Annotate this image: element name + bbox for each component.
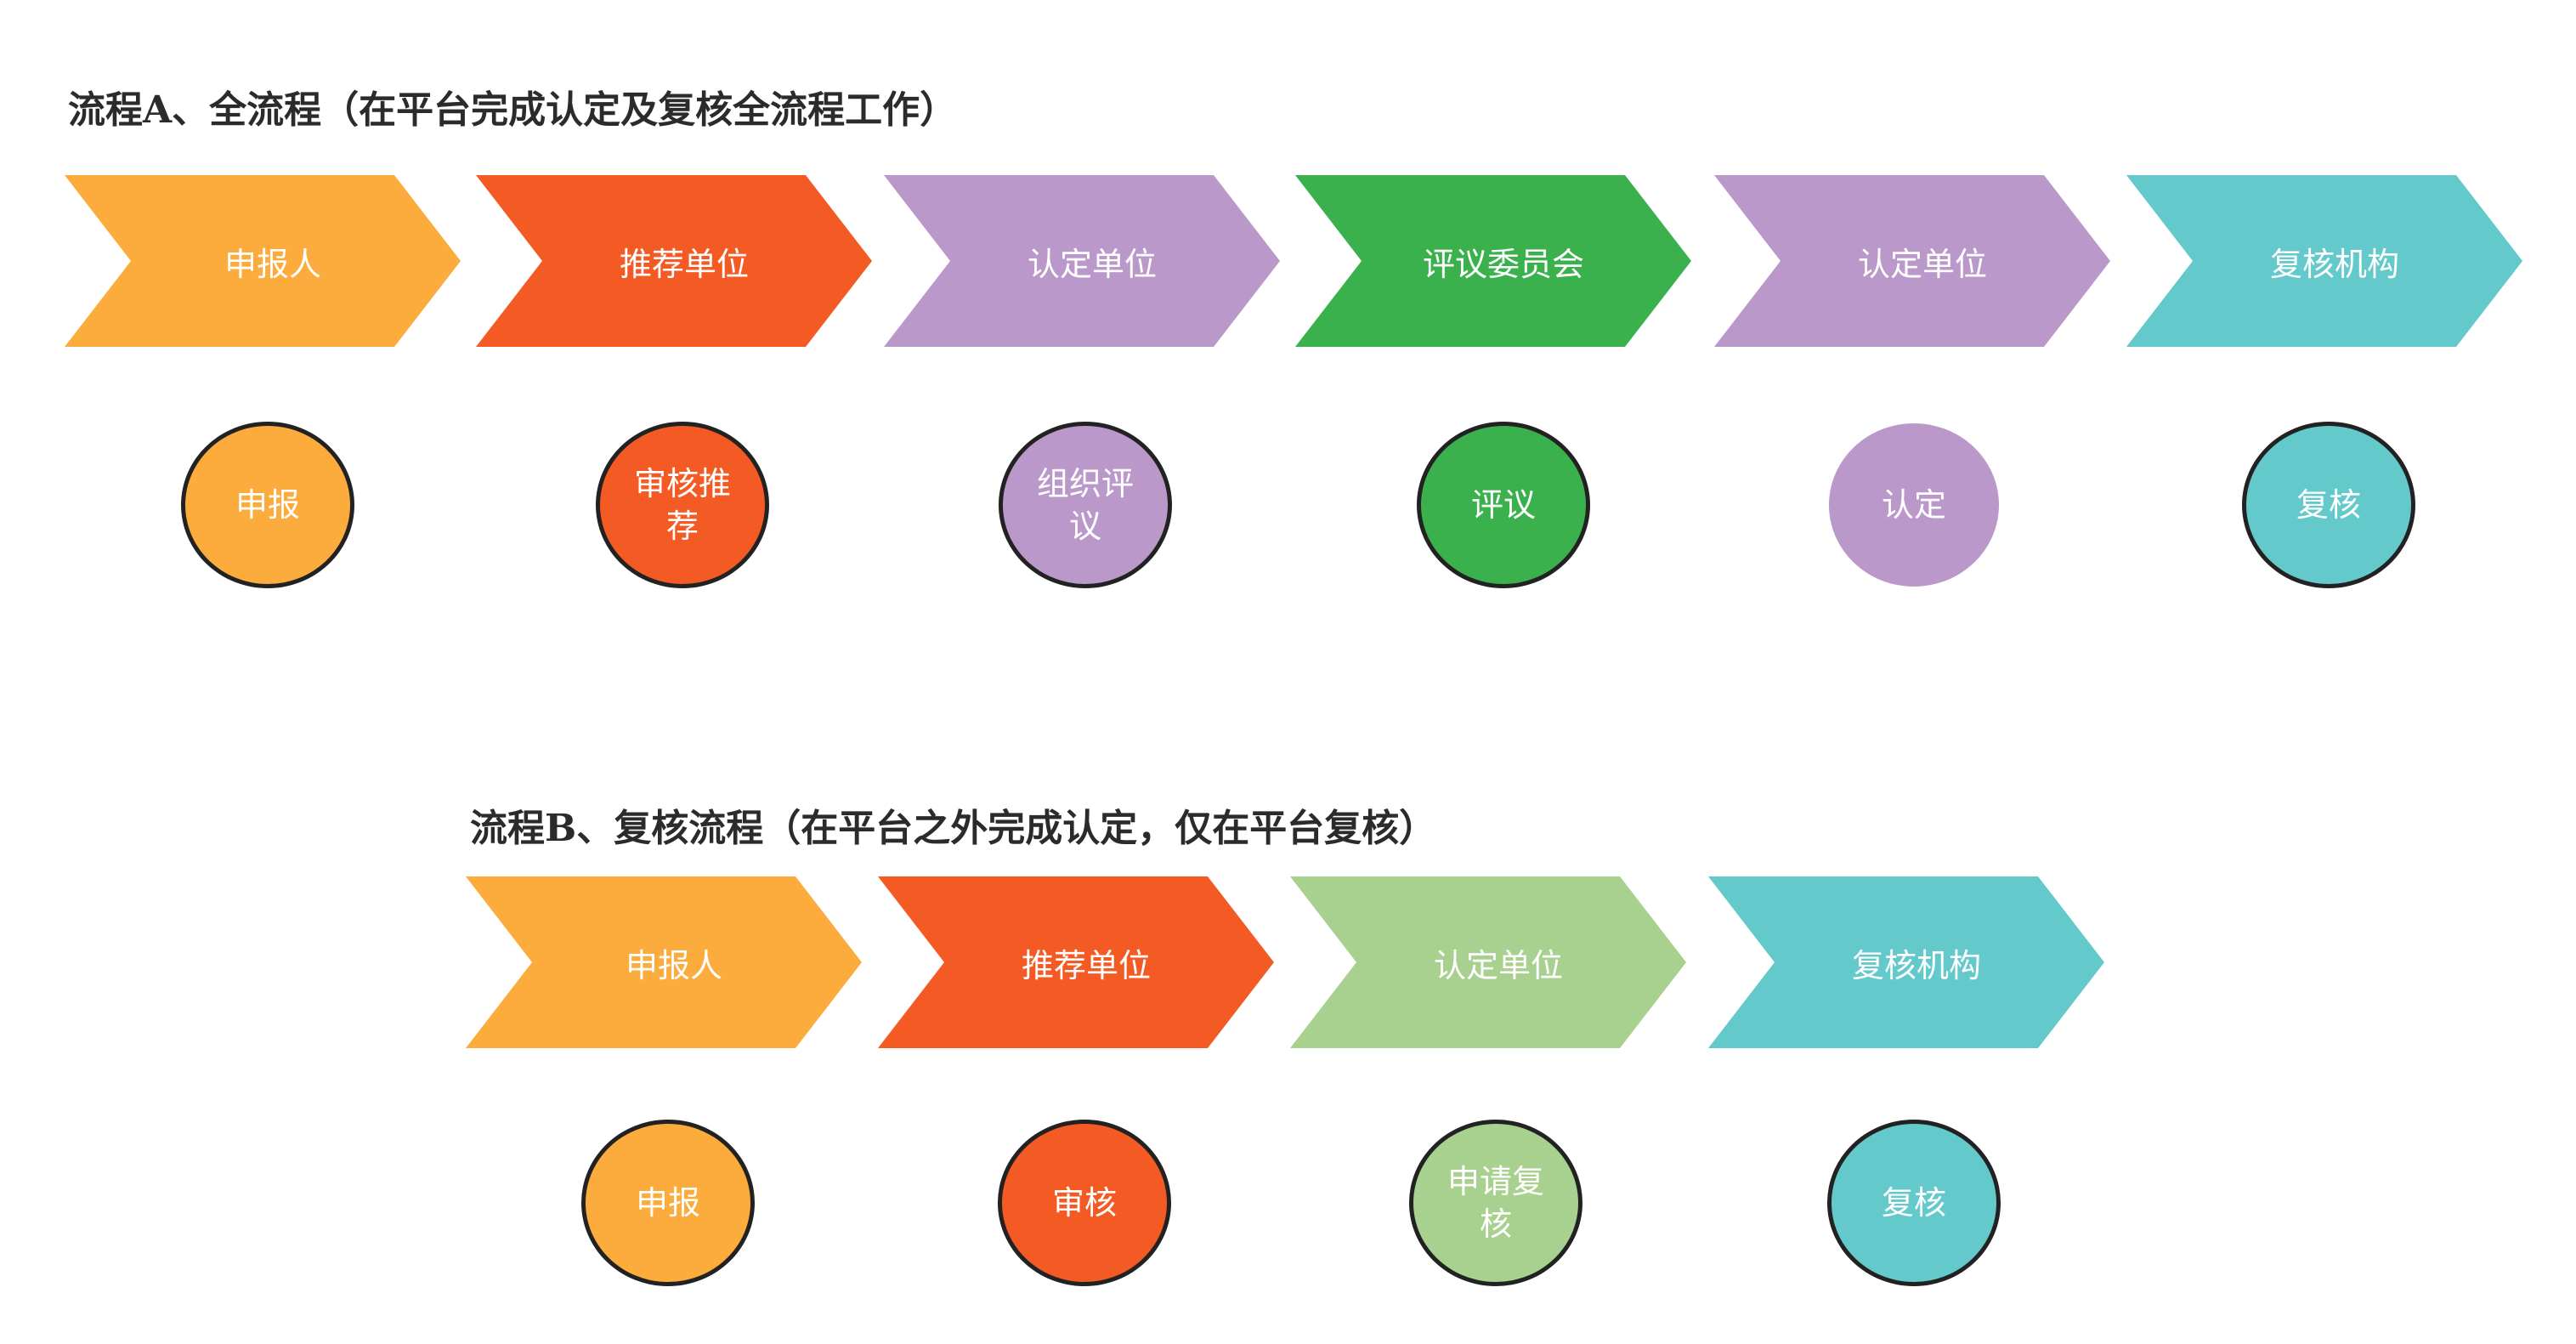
flow-a-role-chevron: 推荐单位 <box>476 175 872 347</box>
chevron-arrow-shape <box>878 876 1274 1048</box>
circle-label: 申报 <box>235 486 300 524</box>
chevron-label: 评议委员会 <box>1422 245 1584 283</box>
chevron-label: 认定单位 <box>1433 946 1563 984</box>
chevron-arrow-shape <box>884 175 1280 347</box>
chevron-arrow-shape <box>466 876 862 1048</box>
flow-a-role-chevron: 复核机构 <box>2126 175 2522 347</box>
chevron-polygon <box>1708 876 2104 1048</box>
circle-label: 审核 <box>1051 1184 1117 1222</box>
chevron-arrow-shape <box>1295 175 1691 347</box>
chevron-label: 复核机构 <box>1851 946 1981 984</box>
flow-b-action-circle: 申报 <box>581 1120 755 1286</box>
chevron-label: 申报人 <box>625 946 722 984</box>
flow-a-role-chevron: 认定单位 <box>884 175 1280 347</box>
chevron-polygon <box>466 876 862 1048</box>
flow-b-title: 流程B、复核流程（在平台之外完成认定，仅在平台复核） <box>470 807 1437 850</box>
chevron-polygon <box>65 175 461 347</box>
flow-a-action-circle: 认定 <box>1829 423 1999 587</box>
chevron-arrow-shape <box>476 175 872 347</box>
flow-a-role-chevron: 申报人 <box>65 175 461 347</box>
flow-a-action-circle: 申报 <box>181 422 354 588</box>
chevron-polygon <box>1290 876 1686 1048</box>
chevron-polygon <box>1295 175 1691 347</box>
circle-label: 复核 <box>1881 1184 1946 1222</box>
flow-a-role-chevron: 评议委员会 <box>1295 175 1691 347</box>
chevron-polygon <box>878 876 1274 1048</box>
circle-label: 申请复核 <box>1447 1163 1544 1243</box>
chevron-label: 推荐单位 <box>1021 946 1151 984</box>
flow-a-role-chevron: 认定单位 <box>1714 175 2110 347</box>
flow-b-role-chevron: 推荐单位 <box>878 876 1274 1048</box>
flow-b-action-circle: 审核 <box>998 1120 1171 1286</box>
chevron-arrow-shape <box>1714 175 2110 347</box>
flow-a-action-circle: 审核推荐 <box>596 422 769 588</box>
circle-label: 认定 <box>1881 486 1946 524</box>
flow-a-action-circle: 评议 <box>1417 422 1590 588</box>
chevron-arrow-shape <box>1708 876 2104 1048</box>
chevron-arrow-shape <box>65 175 461 347</box>
chevron-arrow-shape <box>1290 876 1686 1048</box>
flow-a-title: 流程A、全流程（在平台完成认定及复核全流程工作） <box>68 88 958 132</box>
circle-label: 组织评议 <box>1036 465 1134 545</box>
flow-b-role-chevron: 申报人 <box>466 876 862 1048</box>
chevron-polygon <box>884 175 1280 347</box>
flow-a-action-circle: 组织评议 <box>999 422 1172 588</box>
chevron-label: 申报人 <box>224 245 321 283</box>
chevron-polygon <box>2126 175 2522 347</box>
chevron-label: 复核机构 <box>2269 245 2399 283</box>
circle-label: 复核 <box>2296 486 2361 524</box>
chevron-arrow-shape <box>2126 175 2522 347</box>
chevron-label: 认定单位 <box>1027 245 1157 283</box>
chevron-label: 推荐单位 <box>619 245 749 283</box>
flow-b-role-chevron: 认定单位 <box>1290 876 1686 1048</box>
chevron-polygon <box>1714 175 2110 347</box>
flow-b-action-circle: 申请复核 <box>1409 1120 1582 1286</box>
chevron-label: 认定单位 <box>1857 245 1987 283</box>
circle-label: 评议 <box>1470 486 1536 524</box>
flow-b-role-chevron: 复核机构 <box>1708 876 2104 1048</box>
flow-b-action-circle: 复核 <box>1827 1120 2001 1286</box>
circle-label: 申报 <box>635 1184 700 1222</box>
chevron-polygon <box>476 175 872 347</box>
flow-a-action-circle: 复核 <box>2242 422 2415 588</box>
circle-label: 审核推荐 <box>633 465 731 545</box>
